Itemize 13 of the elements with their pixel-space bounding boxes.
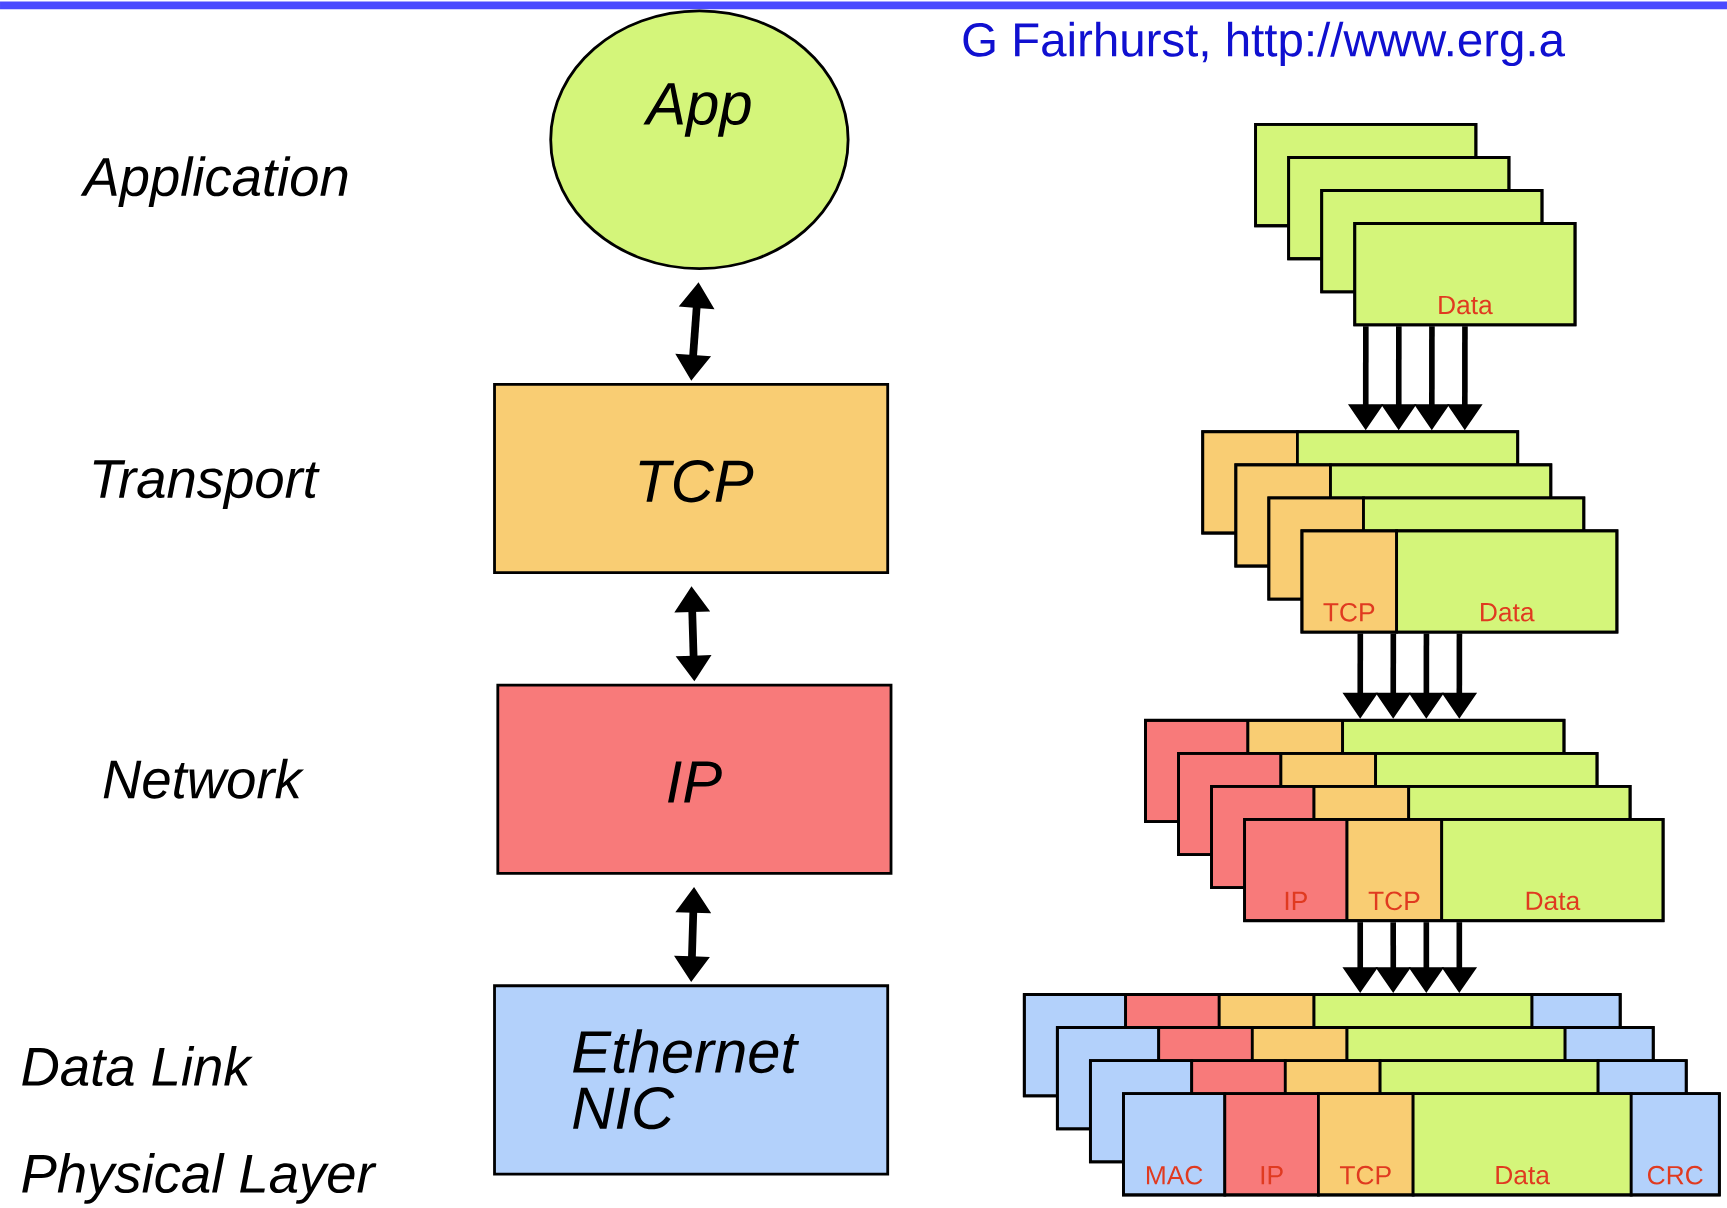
layer-label: Physical Layer	[22, 1153, 377, 1204]
layer-label: Application	[80, 156, 348, 207]
layer-box: IP	[496, 683, 893, 875]
layer-box: Ethernet NIC	[493, 984, 890, 1176]
header-text: G Fairhurst, http://www.erg.a	[963, 21, 1565, 66]
layer-label: Network	[103, 758, 305, 799]
layer-label: Data Link	[22, 1046, 253, 1086]
layer-label: Transport	[93, 460, 320, 509]
packet-frame: MAC IP TCP Data CRC	[1122, 1092, 1721, 1197]
layer-box: TCP	[493, 382, 890, 574]
packet-frame: TCP Data	[1300, 529, 1619, 634]
packet-frame: Data	[1353, 221, 1577, 327]
packet-frame: IP TCP Data	[1243, 817, 1665, 923]
